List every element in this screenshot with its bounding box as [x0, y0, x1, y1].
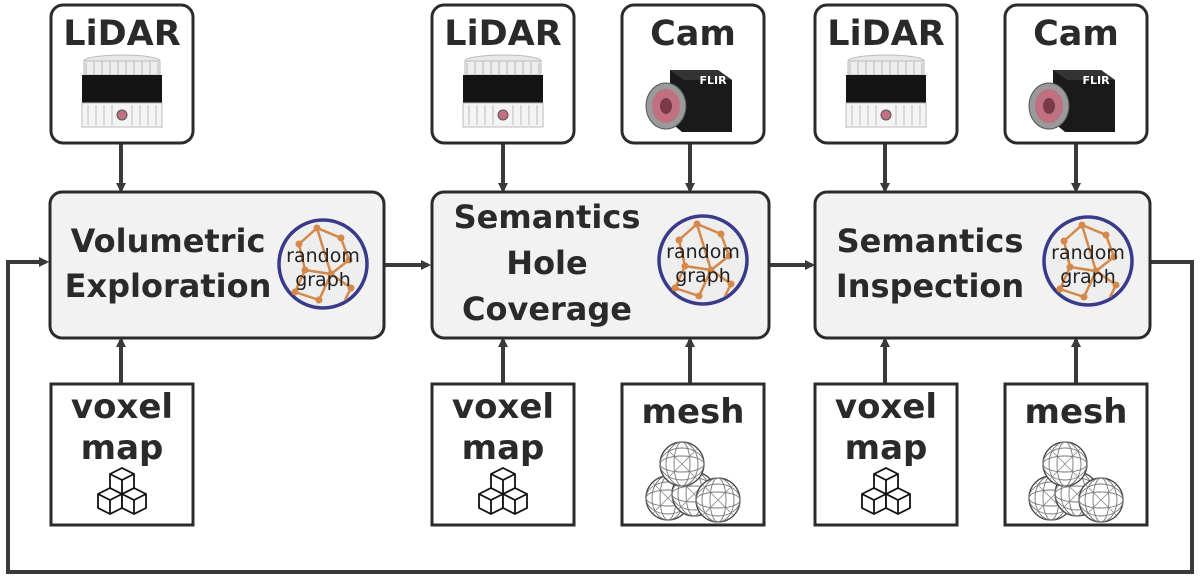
- module-semantics-hole-coverage: Semantics Hole Coverage random graph: [430, 190, 771, 340]
- module-title-line: Coverage: [462, 290, 632, 328]
- cam-label: Cam: [1033, 14, 1119, 54]
- voxel-map-label-line: map: [462, 428, 545, 468]
- mesh-label: mesh: [642, 392, 745, 432]
- map-mesh-1: mesh: [620, 382, 766, 527]
- lidar-label: LiDAR: [63, 14, 180, 54]
- graph-badge-line: random: [1051, 242, 1125, 264]
- graph-badge-line: random: [286, 245, 360, 267]
- mesh-label: mesh: [1025, 392, 1128, 432]
- sensor-lidar-3: LiDAR: [813, 3, 959, 145]
- map-voxel-3: voxel map: [813, 382, 959, 527]
- cam-label: Cam: [650, 14, 736, 54]
- lidar-sensor-image: [845, 54, 927, 128]
- lidar-label: LiDAR: [827, 14, 944, 54]
- lidar-sensor-image: [81, 54, 163, 128]
- graph-badge-line: random: [666, 241, 740, 263]
- module-title-line: Volumetric: [71, 222, 266, 260]
- module-title-line: Semantics: [837, 222, 1024, 260]
- cam-brand-label: FLIR: [699, 74, 727, 87]
- sensor-cam-2: Cam FLIR: [1003, 3, 1149, 145]
- map-mesh-2: mesh: [1003, 382, 1149, 527]
- connectors: [6, 143, 1194, 574]
- module-title-line: Inspection: [836, 267, 1024, 305]
- voxel-map-label-line: map: [81, 428, 164, 468]
- lidar-label: LiDAR: [444, 14, 561, 54]
- voxel-map-label-line: voxel: [71, 387, 173, 427]
- graph-badge-line: graph: [1060, 266, 1116, 288]
- sensor-cam-1: Cam FLIR: [620, 3, 766, 145]
- sensor-lidar-2: LiDAR: [430, 3, 576, 145]
- module-title-line: Semantics: [454, 198, 641, 236]
- cam-brand-label: FLIR: [1082, 74, 1110, 87]
- sensor-lidar-1: LiDAR: [49, 3, 195, 145]
- module-title-line: Exploration: [65, 267, 272, 305]
- module-title-line: Hole: [506, 244, 587, 282]
- module-semantics-inspection: Semantics Inspection random graph: [813, 190, 1152, 340]
- voxel-map-label-line: voxel: [452, 387, 554, 427]
- lidar-sensor-image: [462, 54, 544, 128]
- map-voxel-1: voxel map: [49, 382, 195, 527]
- graph-badge-line: graph: [295, 269, 351, 291]
- voxel-map-label-line: voxel: [835, 387, 937, 427]
- voxel-map-label-line: map: [845, 428, 928, 468]
- graph-badge-line: graph: [675, 265, 731, 287]
- feedback-loop-arrow: [6, 257, 1194, 574]
- module-volumetric-exploration: Volumetric Exploration random graph: [48, 190, 386, 340]
- map-voxel-2: voxel map: [430, 382, 576, 527]
